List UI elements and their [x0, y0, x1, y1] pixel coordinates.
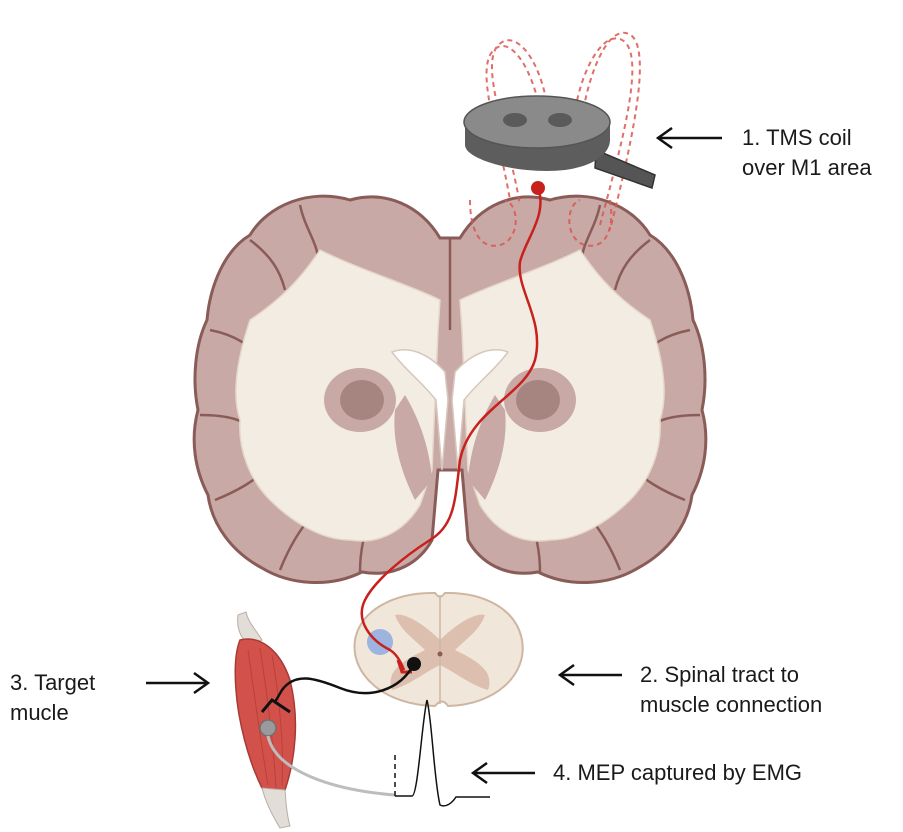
arrow-muscle — [146, 673, 208, 693]
label-mep: 4. MEP captured by EMG — [553, 759, 802, 787]
label-coil-line1: 1. TMS coil — [742, 124, 852, 152]
mep-trace — [395, 700, 490, 806]
arrow-spinal — [560, 665, 622, 685]
brain-coronal-section — [194, 196, 706, 582]
coil-hole-right — [548, 113, 572, 127]
m1-neuron-soma — [531, 181, 545, 195]
spinal-cord-section — [355, 593, 523, 706]
arrow-coil — [658, 128, 722, 148]
putamen-right — [516, 380, 560, 420]
corticospinal-tract-dot — [367, 629, 393, 655]
tms-coil — [464, 96, 655, 188]
coil-body-top — [464, 96, 610, 148]
arrow-mep — [473, 763, 535, 783]
mep-waveform — [395, 700, 490, 806]
coil-handle — [595, 150, 655, 188]
label-coil-line2: over M1 area — [742, 154, 872, 182]
label-muscle-line2: mucle — [10, 699, 69, 727]
central-canal — [438, 652, 443, 657]
label-spinal-line1: 2. Spinal tract to — [640, 661, 799, 689]
emg-electrode — [260, 720, 276, 736]
putamen-left — [340, 380, 384, 420]
label-spinal-line2: muscle connection — [640, 691, 822, 719]
label-muscle-line1: 3. Target — [10, 669, 95, 697]
muscle-tendon-bottom — [262, 788, 290, 828]
coil-hole-left — [503, 113, 527, 127]
